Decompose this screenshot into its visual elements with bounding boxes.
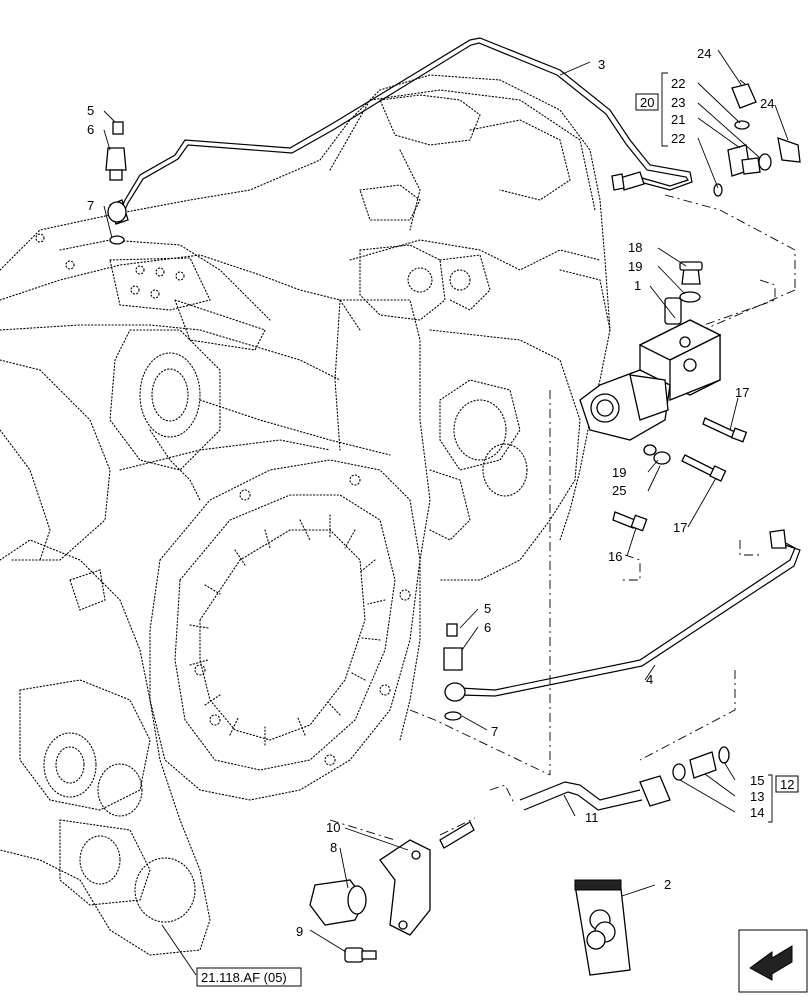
- nut-24a: [731, 83, 757, 109]
- oring-22a: [734, 120, 750, 130]
- bleed-screw-5b: [446, 623, 458, 637]
- seal-kit-bag-icon[interactable]: [574, 879, 631, 976]
- bracket-20: [661, 72, 668, 147]
- screw-9[interactable]: [344, 947, 377, 963]
- callout-24: 24: [760, 96, 774, 111]
- washer-7b: [444, 711, 462, 721]
- banjo-fitting: [107, 201, 127, 223]
- plug-25[interactable]: [643, 444, 657, 456]
- callout-24: 24: [697, 46, 711, 61]
- callout-19: 19: [612, 465, 626, 480]
- callout-23: 23: [671, 95, 685, 110]
- callout-22: 22: [671, 131, 685, 146]
- bolt-16[interactable]: [612, 511, 648, 532]
- callout-15: 15: [750, 773, 764, 788]
- oring-15[interactable]: [718, 746, 730, 764]
- reference-label: 21.118.AF (05): [201, 970, 287, 985]
- washer-7a: [109, 235, 125, 245]
- callout-2: 2: [664, 877, 671, 892]
- callout-13: 13: [750, 789, 764, 804]
- callout-3: 3: [598, 57, 605, 72]
- oring-22b: [713, 183, 723, 197]
- pipe-4[interactable]: [444, 529, 801, 702]
- callout-20-box: 20: [635, 93, 659, 111]
- housing-background: [0, 74, 611, 956]
- callout-7: 7: [87, 198, 94, 213]
- banjo-bolt-6b: [443, 647, 463, 671]
- callout-17: 17: [735, 385, 749, 400]
- banjo-set-top[interactable]: [105, 121, 127, 245]
- callout-6: 6: [484, 620, 491, 635]
- alignment-lines: [329, 194, 796, 841]
- hose-11[interactable]: [519, 775, 671, 811]
- svg-text:12: 12: [780, 777, 794, 792]
- callout-8: 8: [330, 840, 337, 855]
- oring-14[interactable]: [672, 763, 686, 781]
- nut-24b: [777, 137, 801, 163]
- fitting-set-20[interactable]: [713, 83, 801, 197]
- leaders: [103, 49, 789, 976]
- callout-12-box: 12: [775, 775, 799, 793]
- next-page-arrow-icon[interactable]: [738, 929, 808, 993]
- control-valve-1[interactable]: [579, 297, 722, 441]
- sensor-8[interactable]: [309, 879, 367, 926]
- callout-11: 11: [585, 810, 599, 825]
- callout-9: 9: [296, 924, 303, 939]
- sleeve[interactable]: [439, 821, 475, 849]
- callout-21: 21: [671, 112, 685, 127]
- callout-25: 25: [612, 483, 626, 498]
- callout-labels: 5 6 7 3 24 22 23 21 22 24 18 19 1 17 19 …: [87, 46, 774, 939]
- callout-22: 22: [671, 76, 685, 91]
- callout-18: 18: [628, 240, 642, 255]
- callout-10: 10: [326, 820, 340, 835]
- callout-4: 4: [646, 672, 653, 687]
- callout-1: 1: [634, 278, 641, 293]
- svg-text:20: 20: [640, 95, 654, 110]
- callout-5: 5: [484, 601, 491, 616]
- reference-link[interactable]: 21.118.AF (05): [196, 967, 302, 987]
- callout-5: 5: [87, 103, 94, 118]
- callout-16: 16: [608, 549, 622, 564]
- callout-17: 17: [673, 520, 687, 535]
- washer-19a[interactable]: [679, 291, 701, 303]
- callout-19: 19: [628, 259, 642, 274]
- callout-6: 6: [87, 122, 94, 137]
- adapter-13[interactable]: [689, 751, 717, 779]
- bolt-17a[interactable]: [702, 417, 748, 443]
- banjo-bolt-6a: [105, 147, 127, 171]
- bolt-17b[interactable]: [681, 454, 727, 482]
- bracket-10[interactable]: [379, 839, 431, 936]
- banjo-set-lower[interactable]: [443, 623, 463, 721]
- plug-18[interactable]: [679, 261, 703, 285]
- bleed-screw-5a: [112, 121, 124, 135]
- callout-7: 7: [491, 724, 498, 739]
- oring-23: [758, 153, 772, 171]
- callout-14: 14: [750, 805, 764, 820]
- washer-19b[interactable]: [653, 451, 671, 465]
- bracket-12: [768, 774, 773, 823]
